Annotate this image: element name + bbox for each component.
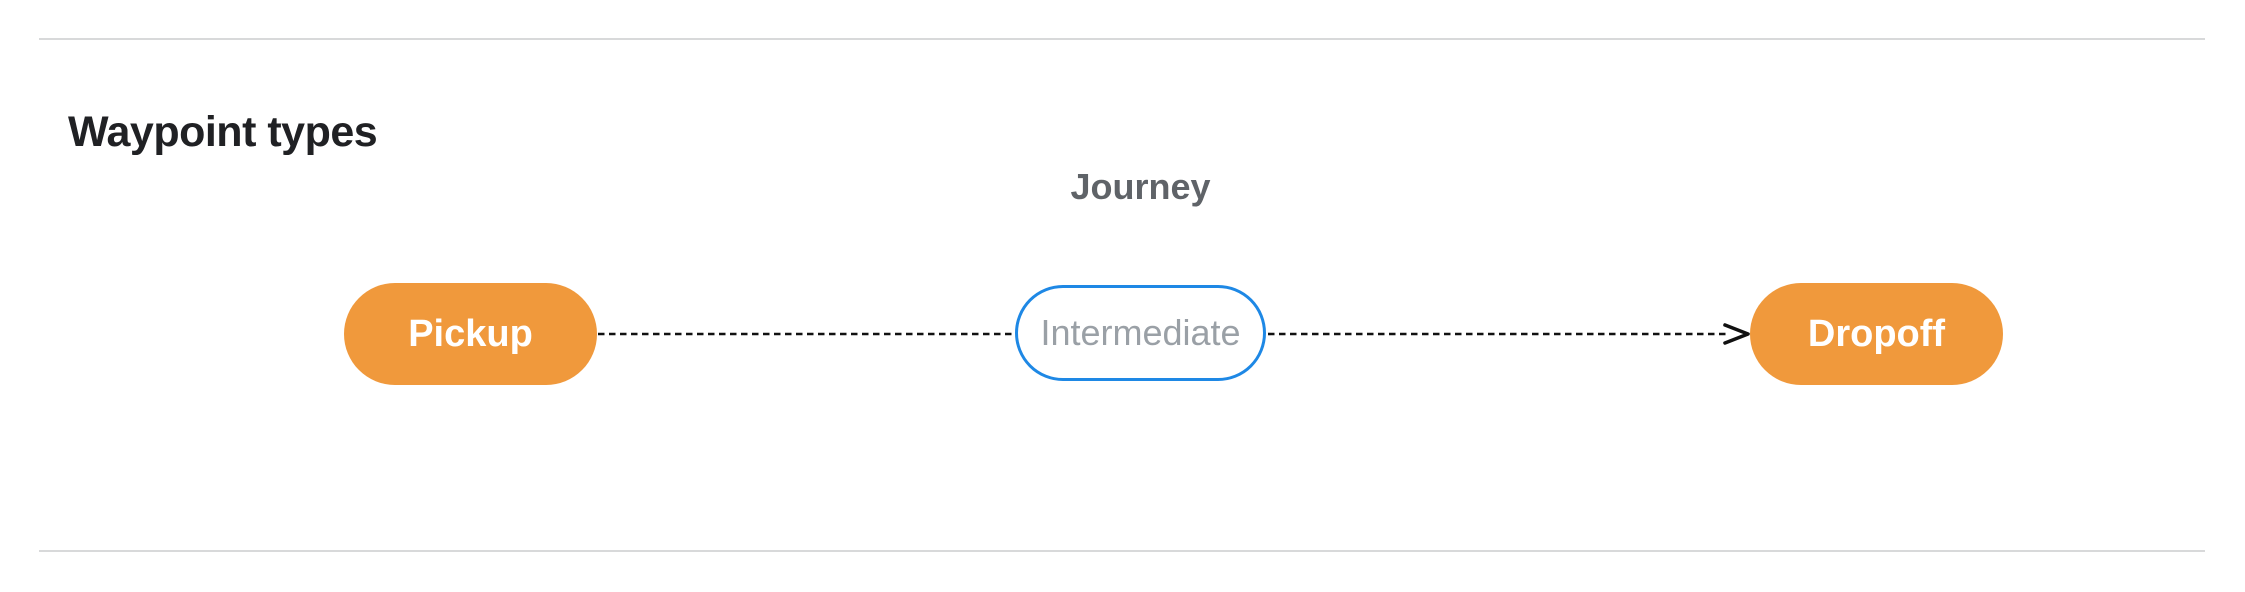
node-dropoff-label: Dropoff (1807, 312, 1946, 355)
journey-label: Journey (1070, 166, 1211, 207)
top-divider (39, 38, 2205, 40)
bottom-divider (39, 550, 2205, 552)
node-dropoff: Dropoff (1750, 283, 2003, 385)
node-pickup-label: Pickup (408, 312, 533, 355)
node-intermediate-label: Intermediate (1040, 312, 1241, 353)
section-title: Waypoint types (68, 107, 378, 156)
node-intermediate: Intermediate (1015, 285, 1266, 381)
node-pickup: Pickup (344, 283, 597, 385)
arrowhead-icon (1723, 323, 1750, 345)
